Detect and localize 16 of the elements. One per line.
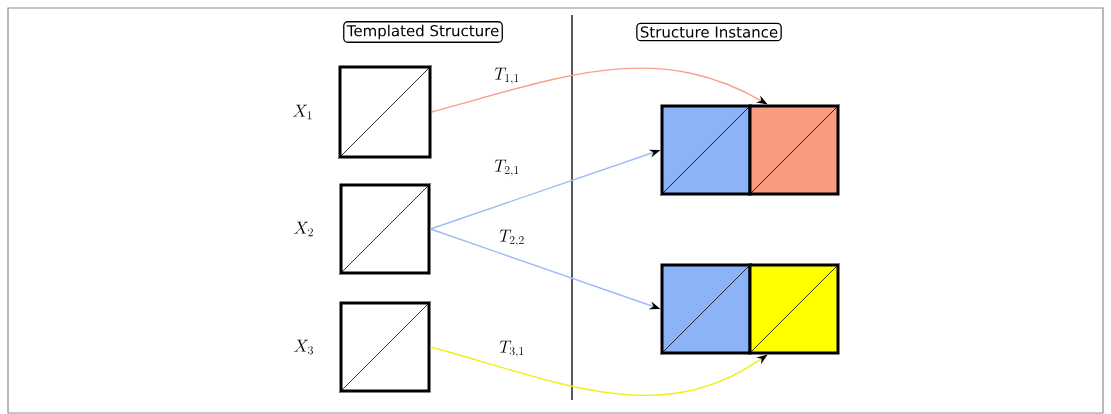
edge-label: $T_{1,1}$ <box>494 67 519 85</box>
heading-box: Templated Structure <box>343 21 503 43</box>
square-box <box>339 301 431 393</box>
square-box <box>660 263 752 355</box>
heading-box: Structure Instance <box>636 22 782 42</box>
edge-label: $T_{2,1}$ <box>494 159 519 177</box>
square-box <box>748 104 840 196</box>
edge-label: $T_{3,1}$ <box>499 340 524 358</box>
square-box <box>660 104 752 196</box>
variable-label: $X_1$ <box>293 104 312 120</box>
square-box <box>338 65 432 159</box>
square-box <box>748 263 840 355</box>
edge-label: $T_{2,2}$ <box>499 229 524 247</box>
square-box <box>339 183 431 275</box>
variable-label: $X_3$ <box>294 339 313 355</box>
variable-label: $X_2$ <box>294 221 313 237</box>
